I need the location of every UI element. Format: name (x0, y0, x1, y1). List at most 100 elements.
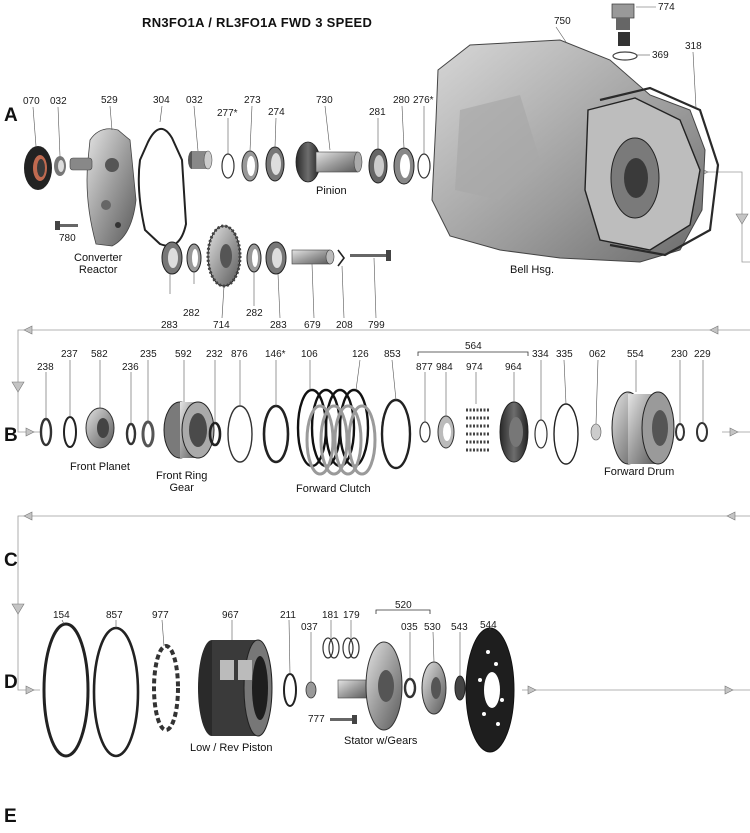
part-label: 544 (480, 620, 497, 631)
part-label: 334 (532, 349, 549, 360)
part-283-bearing (161, 241, 183, 275)
part-label: 035 (401, 622, 418, 633)
part-282-race (186, 243, 202, 273)
part-592-front-ring-gear (163, 401, 215, 459)
part-984-retainer (437, 415, 455, 449)
part-032-bushing (54, 156, 66, 176)
part-label: 235 (140, 349, 157, 360)
caption-pinion: Pinion (316, 185, 347, 197)
part-730-pinion (295, 141, 363, 183)
part-label: 530 (424, 622, 441, 633)
part-679-shaft (291, 249, 335, 265)
part-877-seal (419, 421, 431, 443)
part-335-seal (553, 403, 579, 465)
leader-lines-b (45, 359, 704, 425)
caption-forward-drum: Forward Drum (604, 466, 675, 478)
caption-front-planet: Front Planet (70, 461, 130, 473)
row-label-c: C (4, 550, 18, 571)
part-750-bell-housing (431, 39, 706, 263)
caption-forward-clutch: Forward Clutch (296, 483, 371, 495)
part-238-washer (39, 417, 53, 447)
part-236-washer (125, 422, 137, 446)
part-label: 582 (91, 349, 108, 360)
part-964-piston (499, 401, 529, 463)
part-label: 853 (384, 349, 401, 360)
part-274-bearing (265, 146, 285, 182)
part-label: 208 (336, 320, 353, 331)
part-label: 229 (694, 349, 711, 360)
part-label: 564 (465, 341, 482, 352)
leader-lines-d (61, 619, 491, 682)
part-label: 780 (59, 233, 76, 244)
part-554-forward-drum (611, 391, 675, 465)
part-label: 236 (122, 362, 139, 373)
part-369-oring (612, 51, 638, 61)
row-label-d: D (4, 672, 18, 693)
part-label: 750 (554, 16, 571, 27)
part-208-clip (337, 249, 345, 267)
part-label: 730 (316, 95, 333, 106)
part-277-ring (221, 153, 235, 179)
part-780-bolt (55, 221, 78, 230)
part-714-gear (206, 224, 242, 288)
part-label: 062 (589, 349, 606, 360)
part-035-bushing (403, 677, 417, 699)
part-label: 238 (37, 362, 54, 373)
part-label: 977 (152, 610, 169, 621)
part-label: 277* (217, 108, 238, 119)
part-282-race-2 (246, 243, 262, 273)
part-label: 032 (50, 96, 67, 107)
part-334-seal (534, 419, 548, 449)
part-label: 181 (322, 610, 339, 621)
bracket-520 (375, 609, 431, 614)
part-777-bolt (330, 715, 357, 724)
part-label: 283 (270, 320, 287, 331)
part-label: 592 (175, 349, 192, 360)
diagram-title: RN3FO1A / RL3FO1A FWD 3 SPEED (142, 15, 373, 30)
part-label: 232 (206, 349, 223, 360)
part-label: 237 (61, 349, 78, 360)
part-label: 230 (671, 349, 688, 360)
part-label: 282 (246, 308, 263, 319)
part-label: 554 (627, 349, 644, 360)
part-label: 774 (658, 2, 675, 13)
part-154-plate (42, 622, 90, 758)
part-276-ring (417, 153, 431, 179)
part-582-front-planet (85, 407, 115, 449)
part-529-converter-reactor (69, 128, 137, 247)
part-label: 154 (53, 610, 70, 621)
part-label: 335 (556, 349, 573, 360)
caption-converter-reactor: Converter Reactor (74, 252, 123, 276)
caption-low-rev-piston: Low / Rev Piston (190, 742, 273, 754)
part-label: 037 (301, 622, 318, 633)
caption-bell-hsg: Bell Hsg. (510, 264, 555, 276)
part-235-washer (141, 420, 155, 448)
part-774-filter (611, 3, 635, 46)
part-318-gasket (599, 86, 720, 257)
part-181-rings (322, 637, 340, 659)
row-label-b: B (4, 425, 18, 446)
part-label: 070 (23, 96, 40, 107)
part-062-bushing (590, 423, 602, 441)
part-label: 146* (265, 349, 286, 360)
part-label: 280 (393, 95, 410, 106)
row-label-a: A (4, 105, 18, 126)
part-974-springs (466, 408, 490, 452)
part-283-bearing-2 (265, 241, 287, 275)
part-label: 369 (652, 50, 669, 61)
part-label: 529 (101, 95, 118, 106)
part-273-race (241, 150, 259, 182)
caption-stator-w-gears: Stator w/Gears (344, 735, 418, 747)
part-label: 679 (304, 320, 321, 331)
part-967-low-rev-piston (198, 639, 273, 737)
part-label: 876 (231, 349, 248, 360)
part-037-bushing (305, 681, 317, 699)
part-label: 211 (280, 610, 296, 621)
part-label: 282 (183, 308, 200, 319)
part-label: 283 (161, 320, 178, 331)
part-label: 974 (466, 362, 483, 373)
bracket-564 (417, 351, 529, 356)
leader-lines (32, 6, 697, 319)
part-label: 799 (368, 320, 385, 331)
